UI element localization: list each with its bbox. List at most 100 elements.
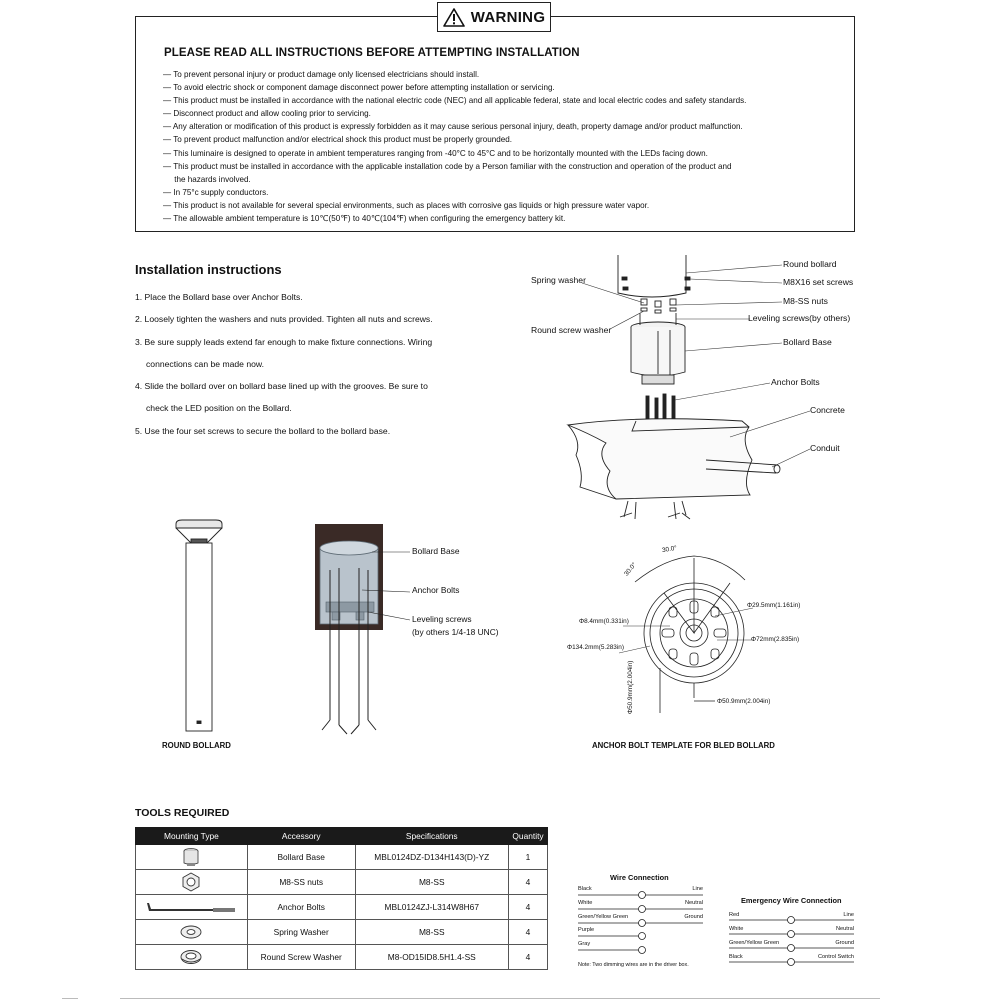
hex-nut-icon bbox=[183, 872, 200, 892]
wire-left-label: Black bbox=[729, 954, 743, 960]
step-text: 4. Slide the bollard over on bollard bas… bbox=[135, 381, 428, 392]
tools-table: Mounting Type Accessory Specifications Q… bbox=[135, 827, 548, 970]
installation-step: 2. Loosely tighten the washers and nuts … bbox=[135, 308, 495, 330]
wire-right-label: Line bbox=[692, 886, 703, 892]
dim-horizontal-spacing: Φ50.9mm(2.004in) bbox=[717, 698, 771, 705]
label-bollard-base: Bollard Base bbox=[783, 337, 832, 347]
mounting-type-cell bbox=[135, 869, 248, 895]
wire-right-label: Ground bbox=[835, 940, 854, 946]
spec-cell: M8-SS bbox=[354, 919, 510, 945]
wire-left-label: Gray bbox=[578, 941, 591, 947]
warning-item: — The allowable ambient temperature is 1… bbox=[163, 214, 566, 224]
warning-item: — Disconnect product and allow cooling p… bbox=[163, 109, 371, 119]
header-accessory: Accessory bbox=[246, 827, 356, 845]
warning-item: — This product must be installed in acco… bbox=[163, 161, 732, 184]
tools-title: TOOLS REQUIRED bbox=[135, 807, 230, 819]
wire-left-label: White bbox=[578, 900, 593, 906]
bollard-tube-shape bbox=[617, 255, 687, 298]
spec-cell: MBL0124ZJ-L314W8H67 bbox=[354, 894, 510, 920]
accessory-cell: M8-SS nuts bbox=[246, 869, 356, 895]
mounting-type-cell bbox=[135, 894, 248, 920]
header-specifications: Specifications bbox=[354, 827, 510, 845]
base-label-bollard-base: Bollard Base bbox=[412, 546, 460, 556]
installation-step: 1. Place the Bollard base over Anchor Bo… bbox=[135, 286, 495, 308]
wire-left-label: Purple bbox=[578, 927, 595, 933]
label-ss-nuts: M8-SS nuts bbox=[783, 296, 828, 306]
qty-cell: 4 bbox=[508, 869, 548, 895]
wire-right-label: Neutral bbox=[835, 926, 854, 932]
dim-vertical-spacing: Φ50.9mm(2.004in) bbox=[627, 660, 634, 714]
emergency-wire-lines bbox=[729, 916, 854, 966]
warning-item: — This product is not available for seve… bbox=[163, 200, 650, 210]
dim-hole-diameter: Φ8.4mm(0.331in) bbox=[579, 618, 629, 625]
accessory-cell: Bollard Base bbox=[246, 844, 356, 870]
round-bollard-caption: ROUND BOLLARD bbox=[162, 741, 231, 750]
template-illustration bbox=[618, 555, 754, 713]
installation-title: Installation instructions bbox=[135, 262, 282, 277]
anchor-bolt-template-drawing: 30.0° 30.0° Φ8.4mm(0.331in) Φ29.5mm(1.16… bbox=[565, 538, 805, 718]
bollard-base-drawing: Bollard Base Anchor Bolts Leveling screw… bbox=[310, 520, 510, 740]
step-continuation: check the LED position on the Bollard. bbox=[146, 403, 292, 414]
warning-item: — To prevent product malfunction and/or … bbox=[163, 135, 512, 145]
step-text: 1. Place the Bollard base over Anchor Bo… bbox=[135, 292, 303, 302]
base-illustration bbox=[315, 524, 411, 735]
label-leveling-screws: Leveling screws(by others) bbox=[748, 313, 851, 323]
exploded-diagram: Round bollard M8X16 set screws Spring wa… bbox=[520, 255, 865, 525]
table-row: Anchor Bolts MBL0124ZJ-L314W8H67 4 bbox=[135, 894, 548, 920]
qty-cell: 4 bbox=[508, 919, 548, 945]
wire-left-label: White bbox=[729, 926, 744, 932]
table-row: Round Screw Washer M8-OD15ID8.5H1.4-SS 4 bbox=[135, 944, 548, 970]
step-text: 2. Loosely tighten the washers and nuts … bbox=[135, 314, 433, 325]
anchor-bolt-icon bbox=[147, 903, 236, 912]
accessory-cell: Round Screw Washer bbox=[246, 944, 356, 970]
warning-item: — To prevent personal injury or product … bbox=[163, 70, 480, 79]
emergency-wire-title: Emergency Wire Connection bbox=[741, 896, 842, 905]
warning-item: — In 75°c supply conductors. bbox=[163, 187, 269, 197]
spring-washer-icon bbox=[181, 925, 202, 939]
round-washer-icon bbox=[181, 950, 202, 964]
warning-list: — To prevent personal injury or product … bbox=[163, 68, 843, 225]
round-bollard-drawing bbox=[160, 515, 240, 735]
warning-label: WARNING bbox=[470, 8, 546, 26]
exploded-drawing bbox=[566, 255, 811, 520]
label-round-screw-washer: Round screw washer bbox=[531, 325, 612, 335]
qty-cell: 1 bbox=[508, 844, 548, 870]
accessory-cell: Anchor Bolts bbox=[246, 894, 356, 920]
accessory-cell: Spring Washer bbox=[246, 919, 356, 945]
step-continuation: connections can be made now. bbox=[146, 358, 265, 369]
concrete-block-shape bbox=[566, 418, 753, 500]
installation-steps: 1. Place the Bollard base over Anchor Bo… bbox=[135, 286, 495, 442]
bollard-base-icon bbox=[184, 848, 199, 866]
label-set-screws: M8X16 set screws bbox=[783, 277, 854, 287]
spec-cell: MBL0124DZ-D134H143(D)-YZ bbox=[354, 844, 510, 870]
emergency-wire-diagram: Emergency Wire Connection Red Line White… bbox=[729, 895, 857, 970]
warning-triangle-icon bbox=[442, 7, 465, 27]
wire-left-label: Black bbox=[578, 886, 592, 892]
table-row: M8-SS nuts M8-SS 4 bbox=[135, 869, 548, 895]
warning-title: PLEASE READ ALL INSTRUCTIONS BEFORE ATTE… bbox=[164, 47, 580, 59]
dim-inner-diameter: Φ29.5mm(1.161in) bbox=[747, 602, 801, 609]
warning-item: — Any alteration or modification of this… bbox=[163, 122, 743, 132]
step-text: 3. Be sure supply leads extend far enoug… bbox=[135, 336, 433, 347]
wire-connection-lines bbox=[578, 891, 703, 954]
wire-note: Note: Two dimming wires are in the drive… bbox=[578, 962, 689, 968]
qty-cell: 4 bbox=[508, 944, 548, 970]
mounting-type-cell bbox=[135, 944, 248, 970]
page-edge-mark bbox=[62, 998, 78, 999]
base-label-leveling-note: (by others 1/4-18 UNC) bbox=[412, 627, 499, 637]
wire-left-label: Green/Yellow Green bbox=[729, 940, 780, 946]
qty-cell: 4 bbox=[508, 894, 548, 920]
wire-connection-diagram: Wire Connection Black Line White Neutral… bbox=[578, 872, 706, 972]
tools-header-row: Mounting Type Accessory Specifications Q… bbox=[135, 827, 548, 845]
wire-left-label: Red bbox=[729, 912, 740, 918]
conduit-shape bbox=[705, 459, 779, 474]
page-bottom-rule bbox=[120, 998, 880, 999]
header-quantity: Quantity bbox=[508, 827, 548, 845]
wire-right-label: Line bbox=[843, 912, 854, 918]
installation-step: 4. Slide the bollard over on bollard bas… bbox=[135, 375, 495, 420]
dim-bolt-circle: Φ72mm(2.835in) bbox=[751, 636, 800, 643]
wire-right-label: Ground bbox=[684, 914, 703, 920]
label-anchor-bolts: Anchor Bolts bbox=[771, 377, 820, 387]
wire-right-label: Control Switch bbox=[817, 954, 854, 960]
label-round-bollard: Round bollard bbox=[783, 259, 837, 269]
